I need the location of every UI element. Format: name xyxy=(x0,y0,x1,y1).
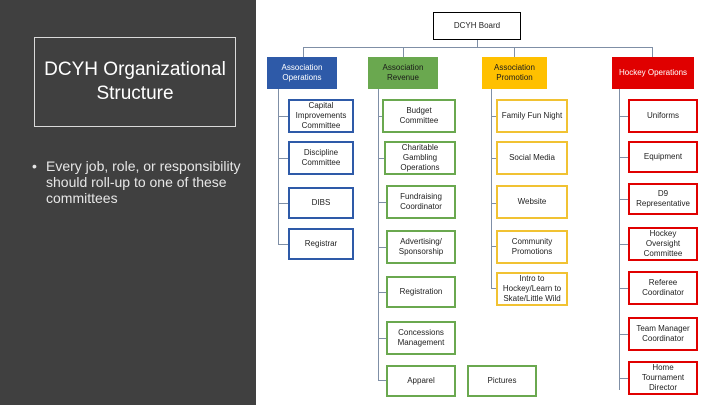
box-discipline-committee: Discipline Committee xyxy=(288,141,354,175)
box-pictures: Pictures xyxy=(467,365,537,397)
ops-drop xyxy=(303,47,304,57)
bullet-text: Every job, role, or responsibility shoul… xyxy=(46,158,241,206)
box-social-media: Social Media xyxy=(496,141,568,175)
board-box: DCYH Board xyxy=(433,12,521,40)
box-website: Website xyxy=(496,185,568,219)
top-bus xyxy=(303,47,652,48)
box-uniforms: Uniforms xyxy=(628,99,698,133)
rev-drop xyxy=(403,47,404,57)
box-equipment: Equipment xyxy=(628,141,698,173)
hockey-drop xyxy=(652,47,653,57)
box-team-manager-coordinator: Team Manager Coordinator xyxy=(628,317,698,351)
box-d9-representative: D9 Representative xyxy=(628,183,698,215)
hockey-spine xyxy=(619,88,620,390)
promo-spine xyxy=(491,88,492,288)
board-connector xyxy=(477,39,478,47)
box-fundraising-coordinator: Fundraising Coordinator xyxy=(386,185,456,219)
header-association-revenue: Association Revenue xyxy=(368,57,438,89)
box-community-promotions: Community Promotions xyxy=(496,230,568,264)
header-hockey-operations: Hockey Operations xyxy=(612,57,694,89)
box-hockey-oversight-committee: Hockey Oversight Committee xyxy=(628,227,698,261)
slide-title: DCYH Organizational Structure xyxy=(34,37,236,127)
promo-drop xyxy=(514,47,515,57)
header-association-operations: Association Operations xyxy=(267,57,337,89)
box-home-tournament-director: Home Tournament Director xyxy=(628,361,698,395)
box-referee-coordinator: Referee Coordinator xyxy=(628,271,698,305)
box-dibs: DIBS xyxy=(288,187,354,219)
box-charitable-gambling: Charitable Gambling Operations xyxy=(384,141,456,175)
box-advertising-sponsorship: Advertising/ Sponsorship xyxy=(386,230,456,264)
box-registration: Registration xyxy=(386,276,456,308)
box-apparel: Apparel xyxy=(386,365,456,397)
rev-spine xyxy=(378,88,379,380)
box-concessions-management: Concessions Management xyxy=(386,321,456,355)
box-budget-committee: Budget Committee xyxy=(382,99,456,133)
ops-spine xyxy=(278,88,279,245)
left-panel: DCYH Organizational Structure • Every jo… xyxy=(0,0,256,405)
box-family-fun-night: Family Fun Night xyxy=(496,99,568,133)
box-capital-improvements: Capital Improvements Committee xyxy=(288,99,354,133)
header-association-promotion: Association Promotion xyxy=(482,57,547,89)
box-registrar: Registrar xyxy=(288,228,354,260)
bullet-icon: • xyxy=(32,158,37,174)
box-intro-to-hockey: Intro to Hockey/Learn to Skate/Little Wi… xyxy=(496,272,568,306)
bullet-point: • Every job, role, or responsibility sho… xyxy=(32,158,252,206)
